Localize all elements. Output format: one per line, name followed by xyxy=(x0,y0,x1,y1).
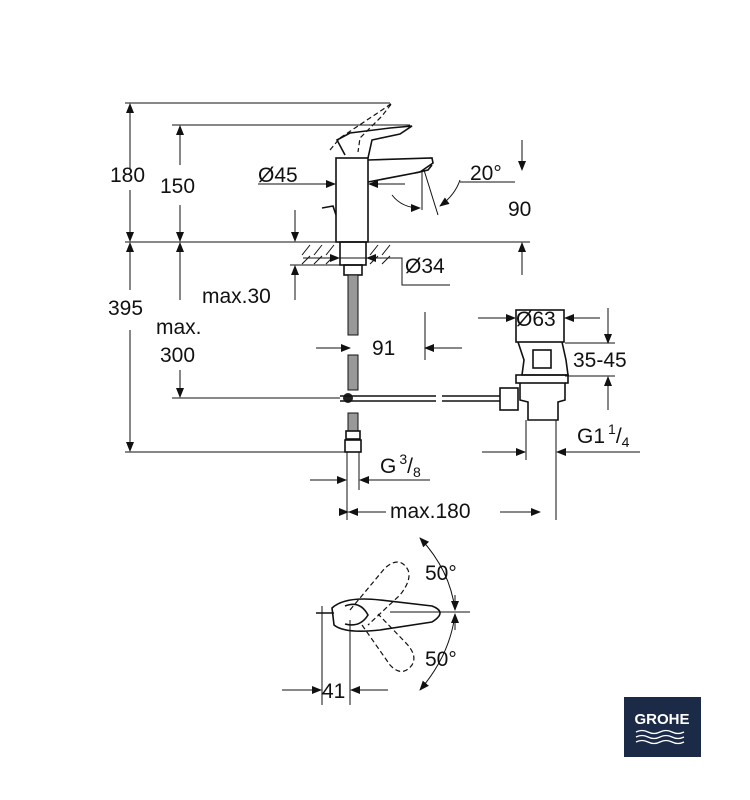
label-hole-diameter: Ø34 xyxy=(405,255,445,278)
label-drain-height: 35-45 xyxy=(573,349,627,372)
wave-icon xyxy=(635,729,685,745)
label-spout-angle: 20° xyxy=(470,162,502,185)
label-max: max. xyxy=(156,316,202,339)
label-180: 180 xyxy=(110,164,145,187)
popup-drain xyxy=(339,309,640,520)
label-lever-angle-bottom: 50° xyxy=(425,648,457,671)
label-395: 395 xyxy=(108,297,143,320)
vertical-dimension-arrows xyxy=(126,103,615,452)
label-41: 41 xyxy=(322,680,345,703)
reference-lines xyxy=(125,102,530,453)
countertop-section xyxy=(301,241,450,286)
top-view-lever xyxy=(282,537,470,705)
label-max-30: max.30 xyxy=(202,285,271,308)
logo-text: GROHE xyxy=(634,711,689,728)
dimension-labels: 180 150 Ø45 20° 90 Ø34 max.30 395 max. 3… xyxy=(108,162,630,703)
label-300: 300 xyxy=(160,344,195,367)
grohe-logo: GROHE xyxy=(624,697,701,757)
label-drain-diameter: Ø63 xyxy=(516,308,556,331)
label-body-diameter: Ø45 xyxy=(258,164,298,187)
label-150: 150 xyxy=(160,175,195,198)
label-90: 90 xyxy=(508,198,531,221)
label-lever-angle-top: 50° xyxy=(425,562,457,585)
supply-hose xyxy=(310,274,462,520)
label-91: 91 xyxy=(372,337,395,360)
label-max-180: max.180 xyxy=(390,500,471,523)
popup-rod xyxy=(340,393,500,403)
